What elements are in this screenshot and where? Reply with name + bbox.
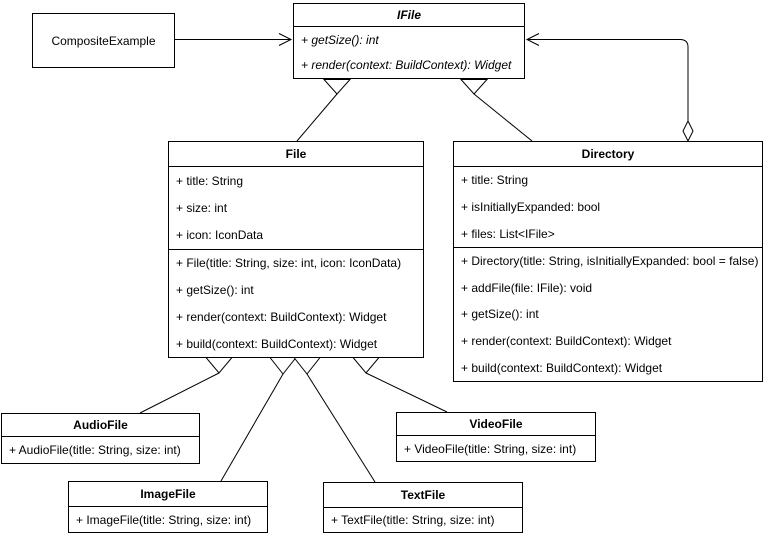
edge-generalization-directory-ifile[interactable] xyxy=(459,79,533,142)
edge-generalization-videofile-file[interactable] xyxy=(351,357,448,413)
method-row: + getSize(): int xyxy=(461,307,539,322)
generalization-triangle-icon xyxy=(268,357,298,375)
attribute-row: + isInitiallyExpanded: bool xyxy=(461,200,601,214)
class-title: ImageFile xyxy=(140,487,196,501)
edge-generalization-audiofile-file[interactable] xyxy=(139,357,234,414)
attribute-row: + icon: IconData xyxy=(176,228,264,243)
class-title: AudioFile xyxy=(73,418,128,432)
method-row: + File(title: String, size: int, icon: I… xyxy=(176,256,402,271)
class-audiofile[interactable]: AudioFile + AudioFile(title: String, siz… xyxy=(1,413,200,464)
generalization-line[interactable] xyxy=(306,373,376,483)
class-textfile[interactable]: TextFile + TextFile(title: String, size:… xyxy=(323,482,523,533)
methods-compartment: + ImageFile(title: String, size: int) xyxy=(69,506,267,532)
aggregation-line[interactable] xyxy=(525,33,689,122)
generalization-triangle-icon xyxy=(204,357,234,374)
generalization-triangle-icon xyxy=(292,357,322,375)
class-title: File xyxy=(285,147,307,161)
method-row: + TextFile(title: String, size: int) xyxy=(331,513,495,527)
attribute-row: + title: String xyxy=(176,173,244,188)
method-row: + Directory(title: String, isInitiallyEx… xyxy=(461,254,759,269)
method-row: + render(context: BuildContext): Widget xyxy=(176,309,387,324)
method-row: + build(context: BuildContext): Widget xyxy=(461,360,663,375)
edge-aggregation-directory-ifile[interactable] xyxy=(525,33,694,143)
attribute-row: + files: List<IFile> xyxy=(461,226,555,241)
generalization-line[interactable] xyxy=(139,372,220,414)
generalization-line[interactable] xyxy=(220,373,284,482)
method-row: + ImageFile(title: String, size: int) xyxy=(76,512,252,527)
class-title: CompositeExample xyxy=(51,33,156,48)
methods-compartment: + AudioFile(title: String, size: int) xyxy=(2,436,199,463)
attribute-row: + size: int xyxy=(176,200,228,215)
generalization-triangle-icon xyxy=(459,79,489,95)
class-directory[interactable]: Directory + title: String + isInitiallyE… xyxy=(453,141,763,382)
class-ifile[interactable]: IFile + getSize(): int + render(context:… xyxy=(293,3,525,79)
class-title: VideoFile xyxy=(469,417,523,431)
method-row: + AudioFile(title: String, size: int) xyxy=(9,443,181,457)
attributes-compartment: + title: String + isInitiallyExpanded: b… xyxy=(454,166,762,247)
class-imagefile[interactable]: ImageFile + ImageFile(title: String, siz… xyxy=(68,481,268,533)
method-row: + VideoFile(title: String, size: int) xyxy=(404,441,577,456)
method-row: + render(context: BuildContext): Widget xyxy=(301,58,512,73)
method-row: + render(context: BuildContext): Widget xyxy=(461,334,672,349)
method-row: + getSize(): int xyxy=(301,32,379,47)
generalization-triangle-icon xyxy=(351,357,381,374)
generalization-line[interactable] xyxy=(365,372,448,413)
generalization-triangle-icon xyxy=(322,79,352,95)
class-title: TextFile xyxy=(400,488,446,502)
aggregation-diamond-icon xyxy=(682,119,694,143)
methods-compartment: + VideoFile(title: String, size: int) xyxy=(397,435,595,461)
generalization-line[interactable] xyxy=(296,93,338,142)
methods-compartment: + File(title: String, size: int, icon: I… xyxy=(169,249,423,357)
methods-compartment: + TextFile(title: String, size: int) xyxy=(324,507,522,532)
methods-compartment: + getSize(): int + render(context: Build… xyxy=(294,26,524,78)
class-file[interactable]: File + title: String + size: int + icon:… xyxy=(168,141,424,358)
method-row: + build(context: BuildContext): Widget xyxy=(176,336,378,351)
class-title: Directory xyxy=(581,147,635,161)
edge-generalization-file-ifile[interactable] xyxy=(296,79,352,142)
class-compositeexample[interactable]: CompositeExample xyxy=(32,13,175,68)
class-videofile[interactable]: VideoFile + VideoFile(title: String, siz… xyxy=(396,412,596,462)
method-row: + getSize(): int xyxy=(176,283,254,298)
class-title: IFile xyxy=(396,8,421,22)
method-row: + addFile(file: IFile): void xyxy=(461,280,593,295)
generalization-line[interactable] xyxy=(473,93,533,142)
attribute-row: + title: String xyxy=(461,173,529,188)
edge-generalization-imagefile-file[interactable] xyxy=(220,357,298,482)
edge-generalization-textfile-file[interactable] xyxy=(292,357,376,483)
methods-compartment: + Directory(title: String, isInitiallyEx… xyxy=(454,247,762,381)
attributes-compartment: + title: String + size: int + icon: Icon… xyxy=(169,166,423,249)
